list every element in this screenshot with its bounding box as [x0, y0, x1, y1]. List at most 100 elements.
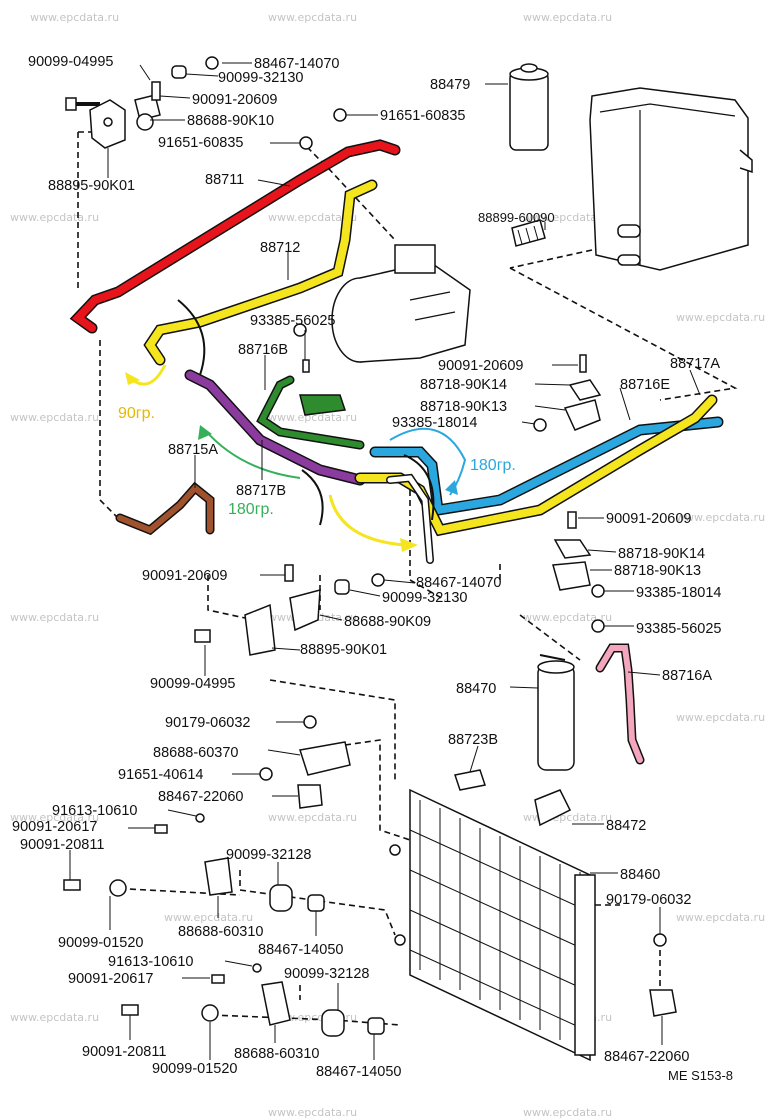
part-label: 88688-90K10	[187, 113, 274, 129]
clamp-88718-90K13-b	[552, 561, 591, 591]
parts	[63, 56, 753, 1062]
cushion-90099-32130-b	[334, 579, 350, 595]
part-label: 90099-01520	[152, 1061, 237, 1077]
yellow-arrow-lower-head	[400, 538, 418, 552]
oring-91651-60835-b	[299, 136, 313, 150]
clip-90179-06032	[303, 715, 317, 729]
watermark: www.epcdata.ru	[268, 811, 357, 824]
block-88899-60090	[511, 219, 546, 247]
part-labels: 90099-04995 88467-14070 90099-32130 9009…	[12, 54, 733, 1083]
part-label: 90099-04995	[150, 676, 235, 692]
part-label: 90179-06032	[165, 715, 250, 731]
bracket-88688-60310	[204, 857, 233, 896]
bolt-90099-04995-b	[194, 629, 211, 643]
part-label: 90091-20609	[192, 92, 277, 108]
grommet-93385-56025-b	[591, 619, 605, 633]
green-arrow	[204, 429, 301, 479]
watermark: www.epcdata.ru	[523, 1106, 612, 1119]
bracket-88688-90K09	[289, 589, 321, 632]
watermarks: www.epcdata.ru www.epcdata.ru www.epcdat…	[10, 11, 765, 1119]
part-label: 91613-10610	[108, 954, 193, 970]
part-label: 90091-20617	[12, 819, 97, 835]
part-label: 91651-40614	[118, 767, 203, 783]
clamp-88718-90K14-b	[553, 539, 592, 559]
bolt-90099-04995	[65, 97, 100, 111]
angle-label-yellow: 90гр.	[118, 405, 155, 422]
purple-hose-88717B	[186, 371, 364, 484]
part-label: 91613-10610	[52, 803, 137, 819]
part-label: 93385-18014	[636, 585, 721, 601]
blue-arrow-head	[445, 480, 458, 495]
dash-line	[269, 679, 396, 780]
clamp-88718-90K14	[568, 379, 602, 401]
part-label: 88716E	[620, 377, 670, 393]
bolt-90091-20609-lower	[284, 564, 294, 582]
cushion-90099-32128-b	[321, 1009, 345, 1037]
bolt-93385-56025	[302, 359, 310, 373]
part-label: 88460	[620, 867, 660, 883]
part-label: 90091-20609	[438, 358, 523, 374]
part-label: 88715A	[168, 442, 218, 458]
nut-88467-14050	[307, 894, 325, 912]
grommet-93385-18014	[533, 418, 547, 432]
watermark: www.epcdata.ru	[268, 1106, 357, 1119]
part-label: 88716A	[662, 668, 712, 684]
part-label: 88467-22060	[604, 1049, 689, 1065]
watermark: www.epcdata.ru	[268, 11, 357, 24]
evaporator-unit	[589, 87, 753, 271]
dash-line	[509, 249, 593, 269]
part-label: 88718-90K14	[420, 377, 507, 393]
part-label: 93385-56025	[250, 313, 335, 329]
receiver-88470	[537, 654, 575, 771]
cushion-90099-32128	[269, 884, 293, 912]
cushion-88467-22060	[297, 784, 323, 809]
cushion-90099-32130	[171, 65, 187, 79]
nut-88467-14070-b	[371, 573, 385, 587]
part-label: 88472	[606, 818, 646, 834]
watermark: www.epcdata.ru	[523, 811, 612, 824]
bolt-90091-20811	[63, 879, 81, 891]
green-hose-88716B	[258, 377, 363, 448]
part-label: 88467-22060	[158, 789, 243, 805]
white-pipe	[387, 475, 433, 563]
diagram-code: ME S153-8	[668, 1068, 733, 1083]
part-label: 90091-20609	[142, 568, 227, 584]
part-label: 90091-20811	[20, 837, 104, 853]
part-label: 93385-18014	[392, 415, 477, 431]
part-label: 88712	[260, 240, 300, 256]
clamp-88718-90K13	[563, 399, 601, 431]
compressor	[331, 244, 471, 363]
cushion-88467-22060-b	[649, 989, 677, 1017]
watermark: www.epcdata.ru	[10, 211, 99, 224]
bolt-90091-20609-mid	[567, 511, 577, 529]
bracket-88895-90K01	[244, 603, 276, 656]
oring-91651-60835	[333, 108, 347, 122]
dash-line	[509, 267, 738, 401]
part-label: 93385-56025	[636, 621, 721, 637]
part-label: 91651-60835	[158, 135, 243, 151]
part-label: 88467-14070	[254, 56, 339, 72]
angle-annotations: 90гр. 180гр. 180гр.	[118, 364, 516, 552]
nut-88467-14070	[205, 56, 219, 70]
watermark: www.epcdata.ru	[30, 11, 119, 24]
watermark: www.epcdata.ru	[676, 511, 765, 524]
fitting-88688-90K10	[89, 94, 161, 149]
watermark: www.epcdata.ru	[10, 411, 99, 424]
part-label: 90099-32130	[382, 590, 467, 606]
watermark: www.epcdata.ru	[268, 411, 357, 424]
leader-lines	[69, 62, 701, 1060]
clip-90179-06032-b	[653, 933, 667, 947]
dash-line	[299, 139, 396, 241]
dash-line	[99, 340, 121, 521]
part-label: 90099-32130	[218, 70, 303, 86]
washer-91613-10610-b	[252, 963, 262, 973]
grommet-93385-18014-b	[591, 584, 605, 598]
green-arrow-head	[198, 425, 212, 440]
hoses	[69, 139, 724, 765]
bracket-88688-60370	[299, 741, 351, 776]
yellow-arrow-head	[125, 372, 140, 385]
blue-arrow	[389, 427, 467, 496]
angle-label-blue: 180гр.	[470, 457, 516, 474]
